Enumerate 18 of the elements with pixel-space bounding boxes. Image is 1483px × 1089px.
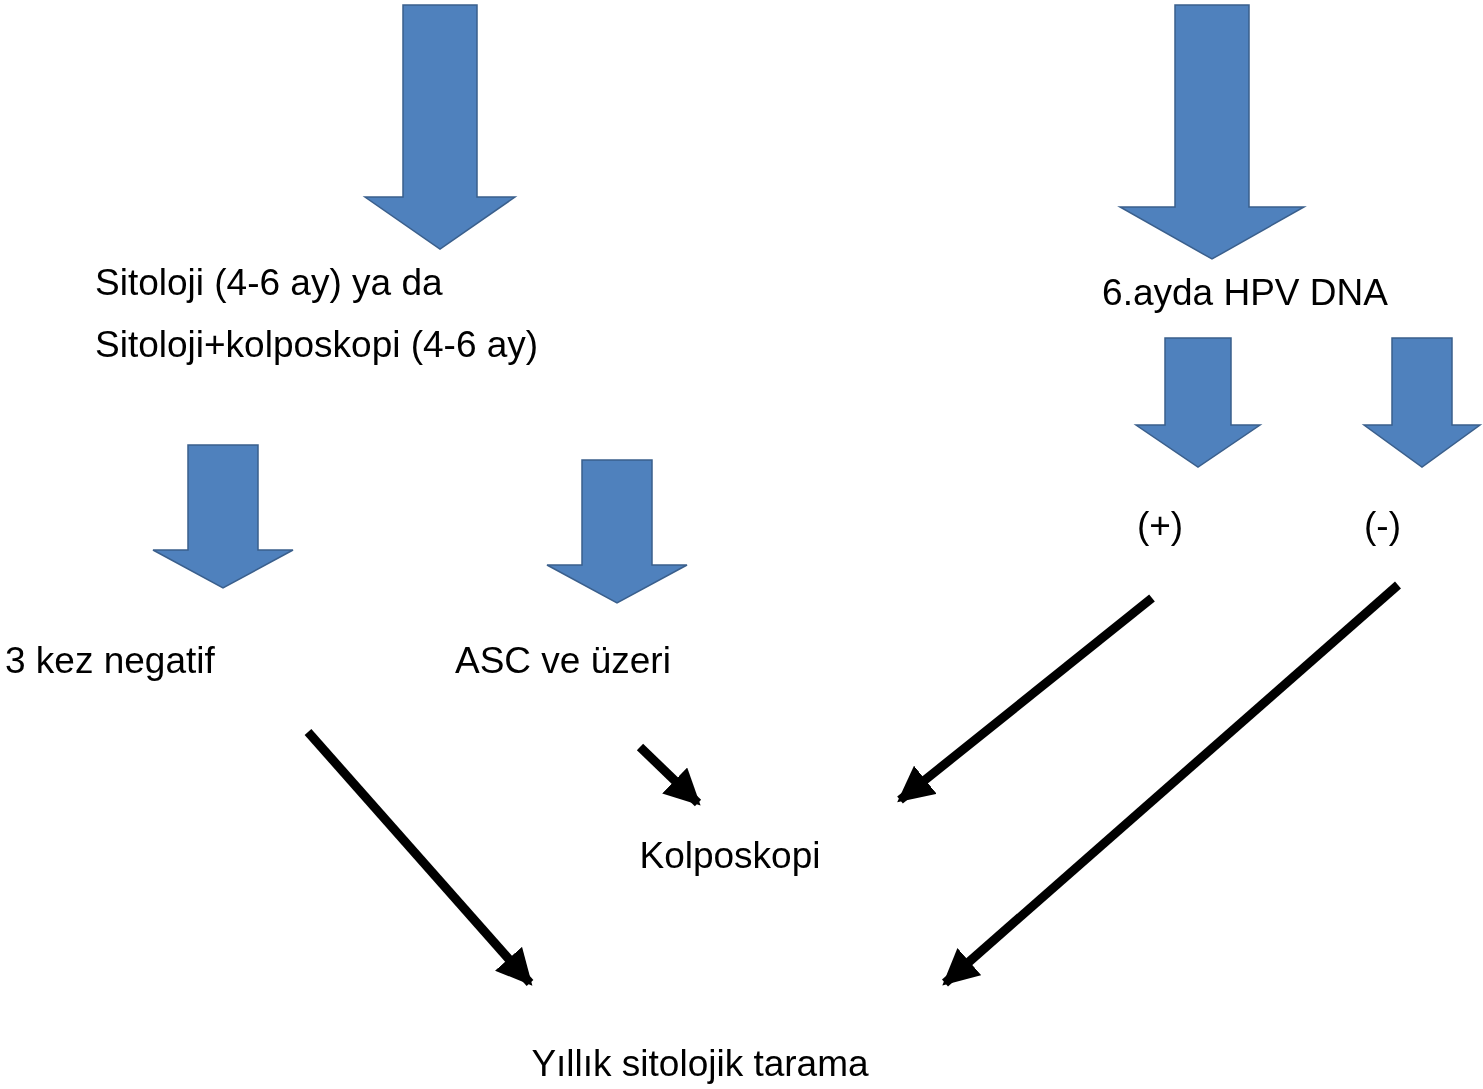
step-text: ASC ve üzeri [455,630,745,692]
block-arrow [1117,4,1307,260]
step-text: Kolposkopi [600,825,860,887]
arrow [942,581,1401,987]
block-arrow [546,459,688,604]
block-arrow [362,4,518,250]
arrow [304,729,534,986]
block-arrow [1361,337,1483,468]
arrow [636,743,702,807]
arrow [897,594,1155,804]
step-text: Sitoloji (4-6 ay) ya da Sitoloji+kolposkopi (4-6 ay) [95,252,735,376]
step-text: 6.ayda HPV DNA [1040,262,1450,324]
block-arrow [152,444,294,589]
step-text: 3 kez negatif [5,630,295,692]
step-text: (-) [1340,495,1425,557]
step-text: Yıllık sitolojik tarama [460,1033,940,1089]
block-arrow [1133,337,1263,468]
step-text: (+) [1115,495,1205,557]
